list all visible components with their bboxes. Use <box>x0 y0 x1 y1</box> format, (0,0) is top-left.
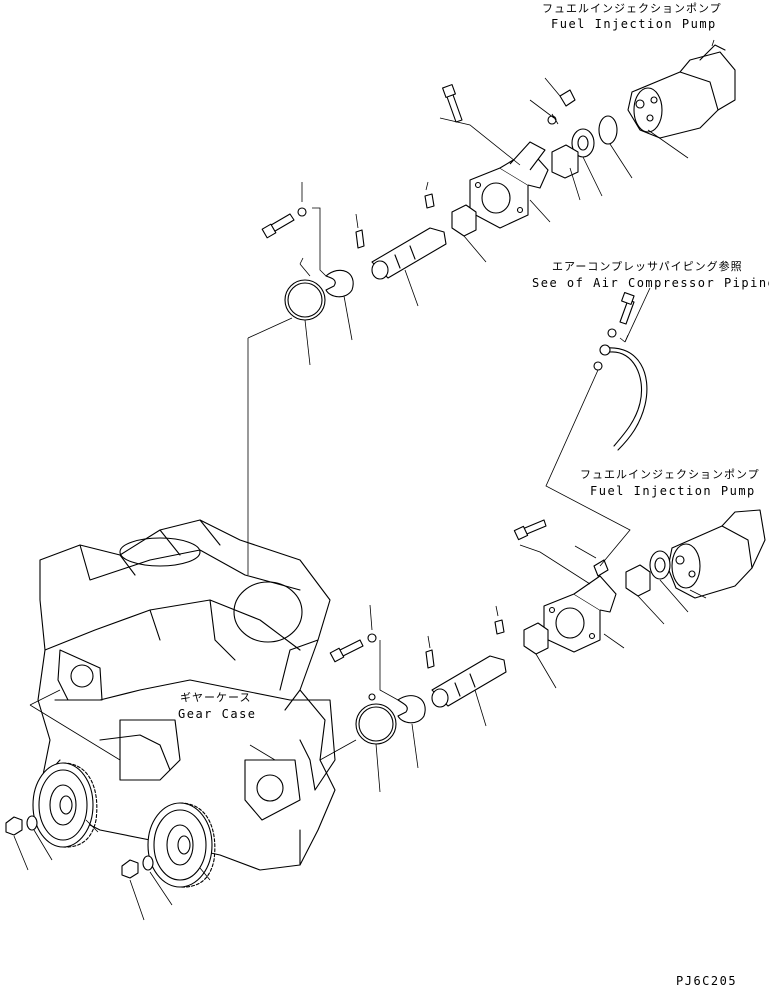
fuel-injection-pump-lower <box>667 509 766 599</box>
gasket-upper <box>598 115 618 145</box>
o-ring-upper <box>284 279 326 321</box>
label-fuel-injection-pump-mid-en: Fuel Injection Pump <box>590 484 756 498</box>
label-gear-case-jp: ギヤーケース <box>180 691 251 704</box>
label-fuel-injection-pump-top-en: Fuel Injection Pump <box>551 17 717 31</box>
bushing-upper <box>551 144 579 179</box>
label-gear-case-en: Gear Case <box>178 707 257 721</box>
drawing-code: PJ6C205 <box>676 974 737 987</box>
key-pin-upper-a <box>355 229 365 249</box>
air-compressor-pipe <box>593 291 648 451</box>
lower-pump-drive-assembly <box>329 509 766 745</box>
o-ring-lower <box>355 703 397 745</box>
label-fuel-injection-pump-top-jp: フュエルインジェクションポンプ <box>542 2 722 15</box>
nut-left <box>5 816 23 836</box>
key-pin-lower-b <box>494 619 505 635</box>
washer-right <box>142 855 154 871</box>
plug-lower <box>593 559 609 577</box>
leader-lines <box>13 39 715 921</box>
washer-upper-a <box>297 207 307 217</box>
idler-gear-right <box>147 802 216 888</box>
washer-lower-a <box>367 633 377 643</box>
upper-pump-drive-assembly <box>261 44 736 321</box>
gasket-lower <box>649 550 671 580</box>
idler-gear-left <box>32 762 98 848</box>
thrust-plate-upper <box>325 269 354 298</box>
drive-shaft-lower <box>431 655 507 708</box>
nut-right <box>121 859 139 879</box>
bolt-lower-b <box>329 639 364 663</box>
key-pin-upper-b <box>424 193 435 209</box>
thrust-plate-lower <box>397 695 426 724</box>
bolt-lower-a <box>513 519 547 541</box>
bushing-upper-small <box>451 204 477 237</box>
pump-drive-housing-upper <box>469 141 549 229</box>
washer-lower-b <box>368 693 376 701</box>
plug-upper <box>559 89 576 107</box>
washer-upper-b <box>547 115 557 125</box>
label-air-compressor-jp: エアーコンプレッサパイピング参照 <box>552 259 743 273</box>
drive-shaft-upper <box>371 227 447 280</box>
key-pin-lower-a <box>425 649 435 669</box>
pump-drive-housing-lower <box>543 575 617 653</box>
washer-left <box>26 815 38 831</box>
bushing-lower-small <box>523 622 549 655</box>
label-air-compressor-en: See of Air Compressor Piping <box>532 276 769 290</box>
fuel-injection-pump-upper <box>627 44 736 139</box>
bushing-lower <box>625 564 651 597</box>
bolt-upper-a <box>261 213 295 239</box>
bolt-upper-b <box>442 84 463 123</box>
label-fuel-injection-pump-mid-jp: フュエルインジェクションポンプ <box>580 468 760 481</box>
